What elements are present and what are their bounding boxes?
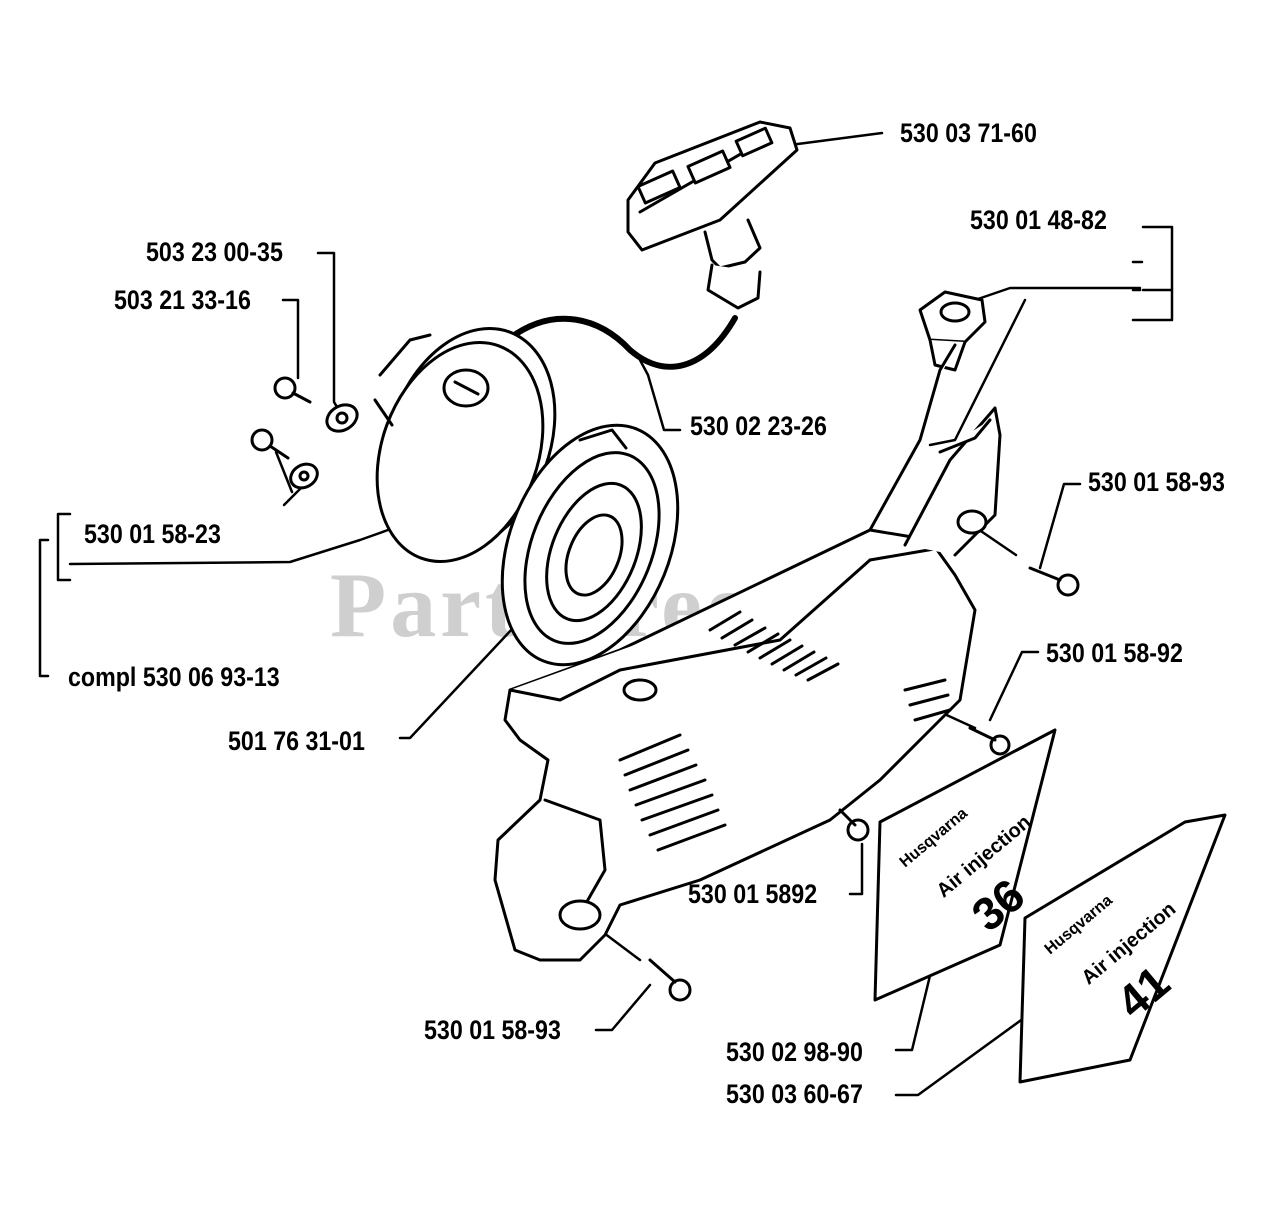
decal-41 [1018, 813, 1227, 1084]
label-washer[interactable]: 503 23 00-35 [146, 237, 283, 267]
label-decal-36[interactable]: 530 02 98-90 [726, 1037, 863, 1067]
starter-housing [493, 343, 1002, 962]
starter-rope [507, 315, 738, 370]
decal-36 [873, 728, 1057, 1002]
housing-screws [648, 566, 1080, 1002]
label-rope[interactable]: 530 02 23-26 [690, 411, 827, 441]
label-handle[interactable]: 530 03 71-60 [900, 118, 1037, 148]
label-decal-41[interactable]: 530 03 60-67 [726, 1079, 863, 1109]
recoil-spring [500, 423, 680, 667]
starter-handle [626, 120, 799, 310]
label-handle-insert[interactable]: 530 01 48-82 [970, 205, 1107, 235]
label-screw-right[interactable]: 530 01 58-92 [1046, 638, 1183, 668]
label-screw-top-right[interactable]: 530 01 58-93 [1088, 467, 1225, 497]
label-pulley[interactable]: 530 01 58-23 [84, 519, 221, 549]
label-screw-small[interactable]: 503 21 33-16 [114, 285, 251, 315]
label-screw-center[interactable]: 530 01 5892 [688, 879, 818, 909]
label-screw-bottom-left[interactable]: 530 01 58-93 [424, 1015, 561, 1045]
handle-insert [918, 290, 987, 372]
small-fasteners [250, 376, 359, 490]
label-assembly[interactable]: compl 530 06 93-13 [68, 662, 280, 692]
label-spring[interactable]: 501 76 31-01 [228, 726, 365, 756]
pulley [373, 327, 557, 563]
